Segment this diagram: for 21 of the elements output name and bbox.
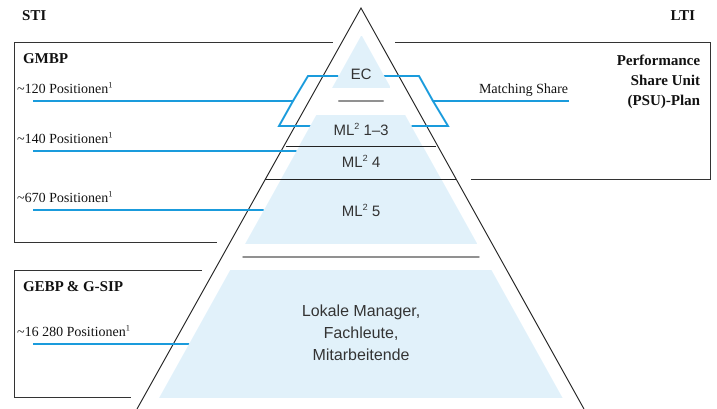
column-heading: STI: [22, 8, 46, 25]
column-heading: LTI: [670, 8, 695, 25]
plan-heading: Performance Share Unit (PSU)-Plan: [616, 52, 700, 111]
plan-bracket-box: [14, 42, 244, 243]
pyramid-tier: ML$^{2}$ 4: [280, 147, 442, 179]
position-count: ~140 Positionen$^{1}$: [17, 130, 167, 149]
plan-heading: GMBP: [23, 51, 68, 68]
pyramid-tier: Lokale Manager, Fachleute, Mitarbeitende: [159, 270, 563, 398]
leader-line: [33, 343, 190, 345]
position-count: ~670 Positionen$^{1}$: [17, 189, 167, 208]
leader-line: [33, 100, 310, 127]
plan-heading: GEBP & G-SIP: [23, 279, 124, 296]
plan-label: Matching Share: [440, 80, 568, 99]
leader-line: [412, 100, 569, 127]
pyramid-tier: ML$^{2}$ 1–3: [299, 115, 423, 146]
plan-bracket-box: [14, 270, 158, 398]
pyramid-tier: EC: [332, 36, 390, 88]
position-count: ~16 280 Positionen$^{1}$: [17, 323, 152, 342]
leader-line: [33, 209, 264, 211]
position-count: ~120 Positionen$^{1}$: [17, 80, 167, 99]
leader-line: [33, 150, 296, 152]
